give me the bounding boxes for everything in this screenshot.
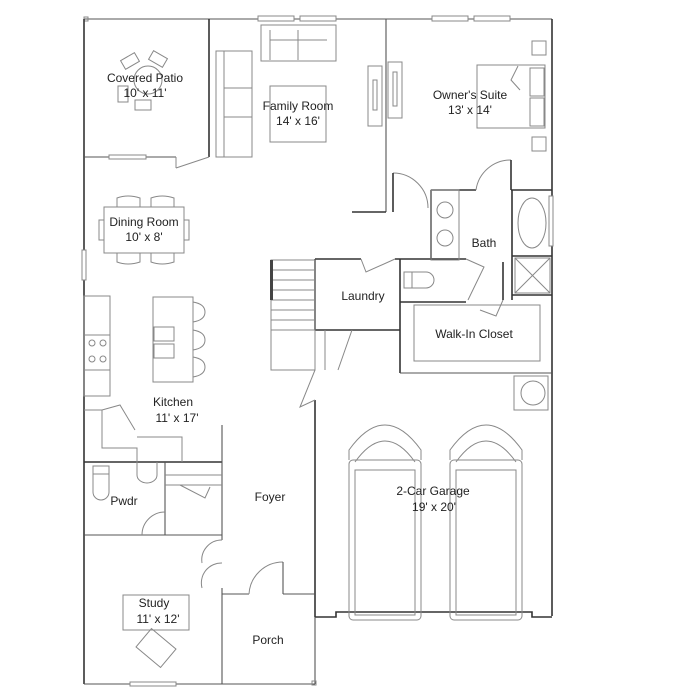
laundry-name: Laundry <box>341 289 384 303</box>
car-right <box>449 424 523 621</box>
garage-name: 2-Car Garage <box>396 484 470 498</box>
dining-room-name: Dining Room <box>109 215 178 229</box>
garage-size: 19' x 20' <box>412 500 456 514</box>
study-name: Study <box>139 596 170 610</box>
room-labels: Covered Patio 10' x 11' Family Room 14' … <box>107 71 513 647</box>
family-room-name: Family Room <box>263 99 334 113</box>
owners-suite-name: Owner's Suite <box>433 88 508 102</box>
porch-name: Porch <box>252 633 283 647</box>
covered-patio-name: Covered Patio <box>107 71 183 85</box>
family-room-size: 14' x 16' <box>276 114 320 128</box>
kitchen-name: Kitchen <box>153 395 193 409</box>
bath-name: Bath <box>472 236 497 250</box>
kitchen-size: 11' x 17' <box>155 411 198 425</box>
pwdr-name: Pwdr <box>110 494 137 508</box>
walk-in-closet-name: Walk-In Closet <box>435 327 513 341</box>
owners-suite-size: 13' x 14' <box>448 103 492 117</box>
covered-patio-size: 10' x 11' <box>123 86 166 100</box>
furniture <box>83 24 551 669</box>
car-left <box>348 424 422 621</box>
study-size: 11' x 12' <box>136 612 179 626</box>
foyer-name: Foyer <box>255 490 286 504</box>
dining-room-size: 10' x 8' <box>125 230 162 244</box>
